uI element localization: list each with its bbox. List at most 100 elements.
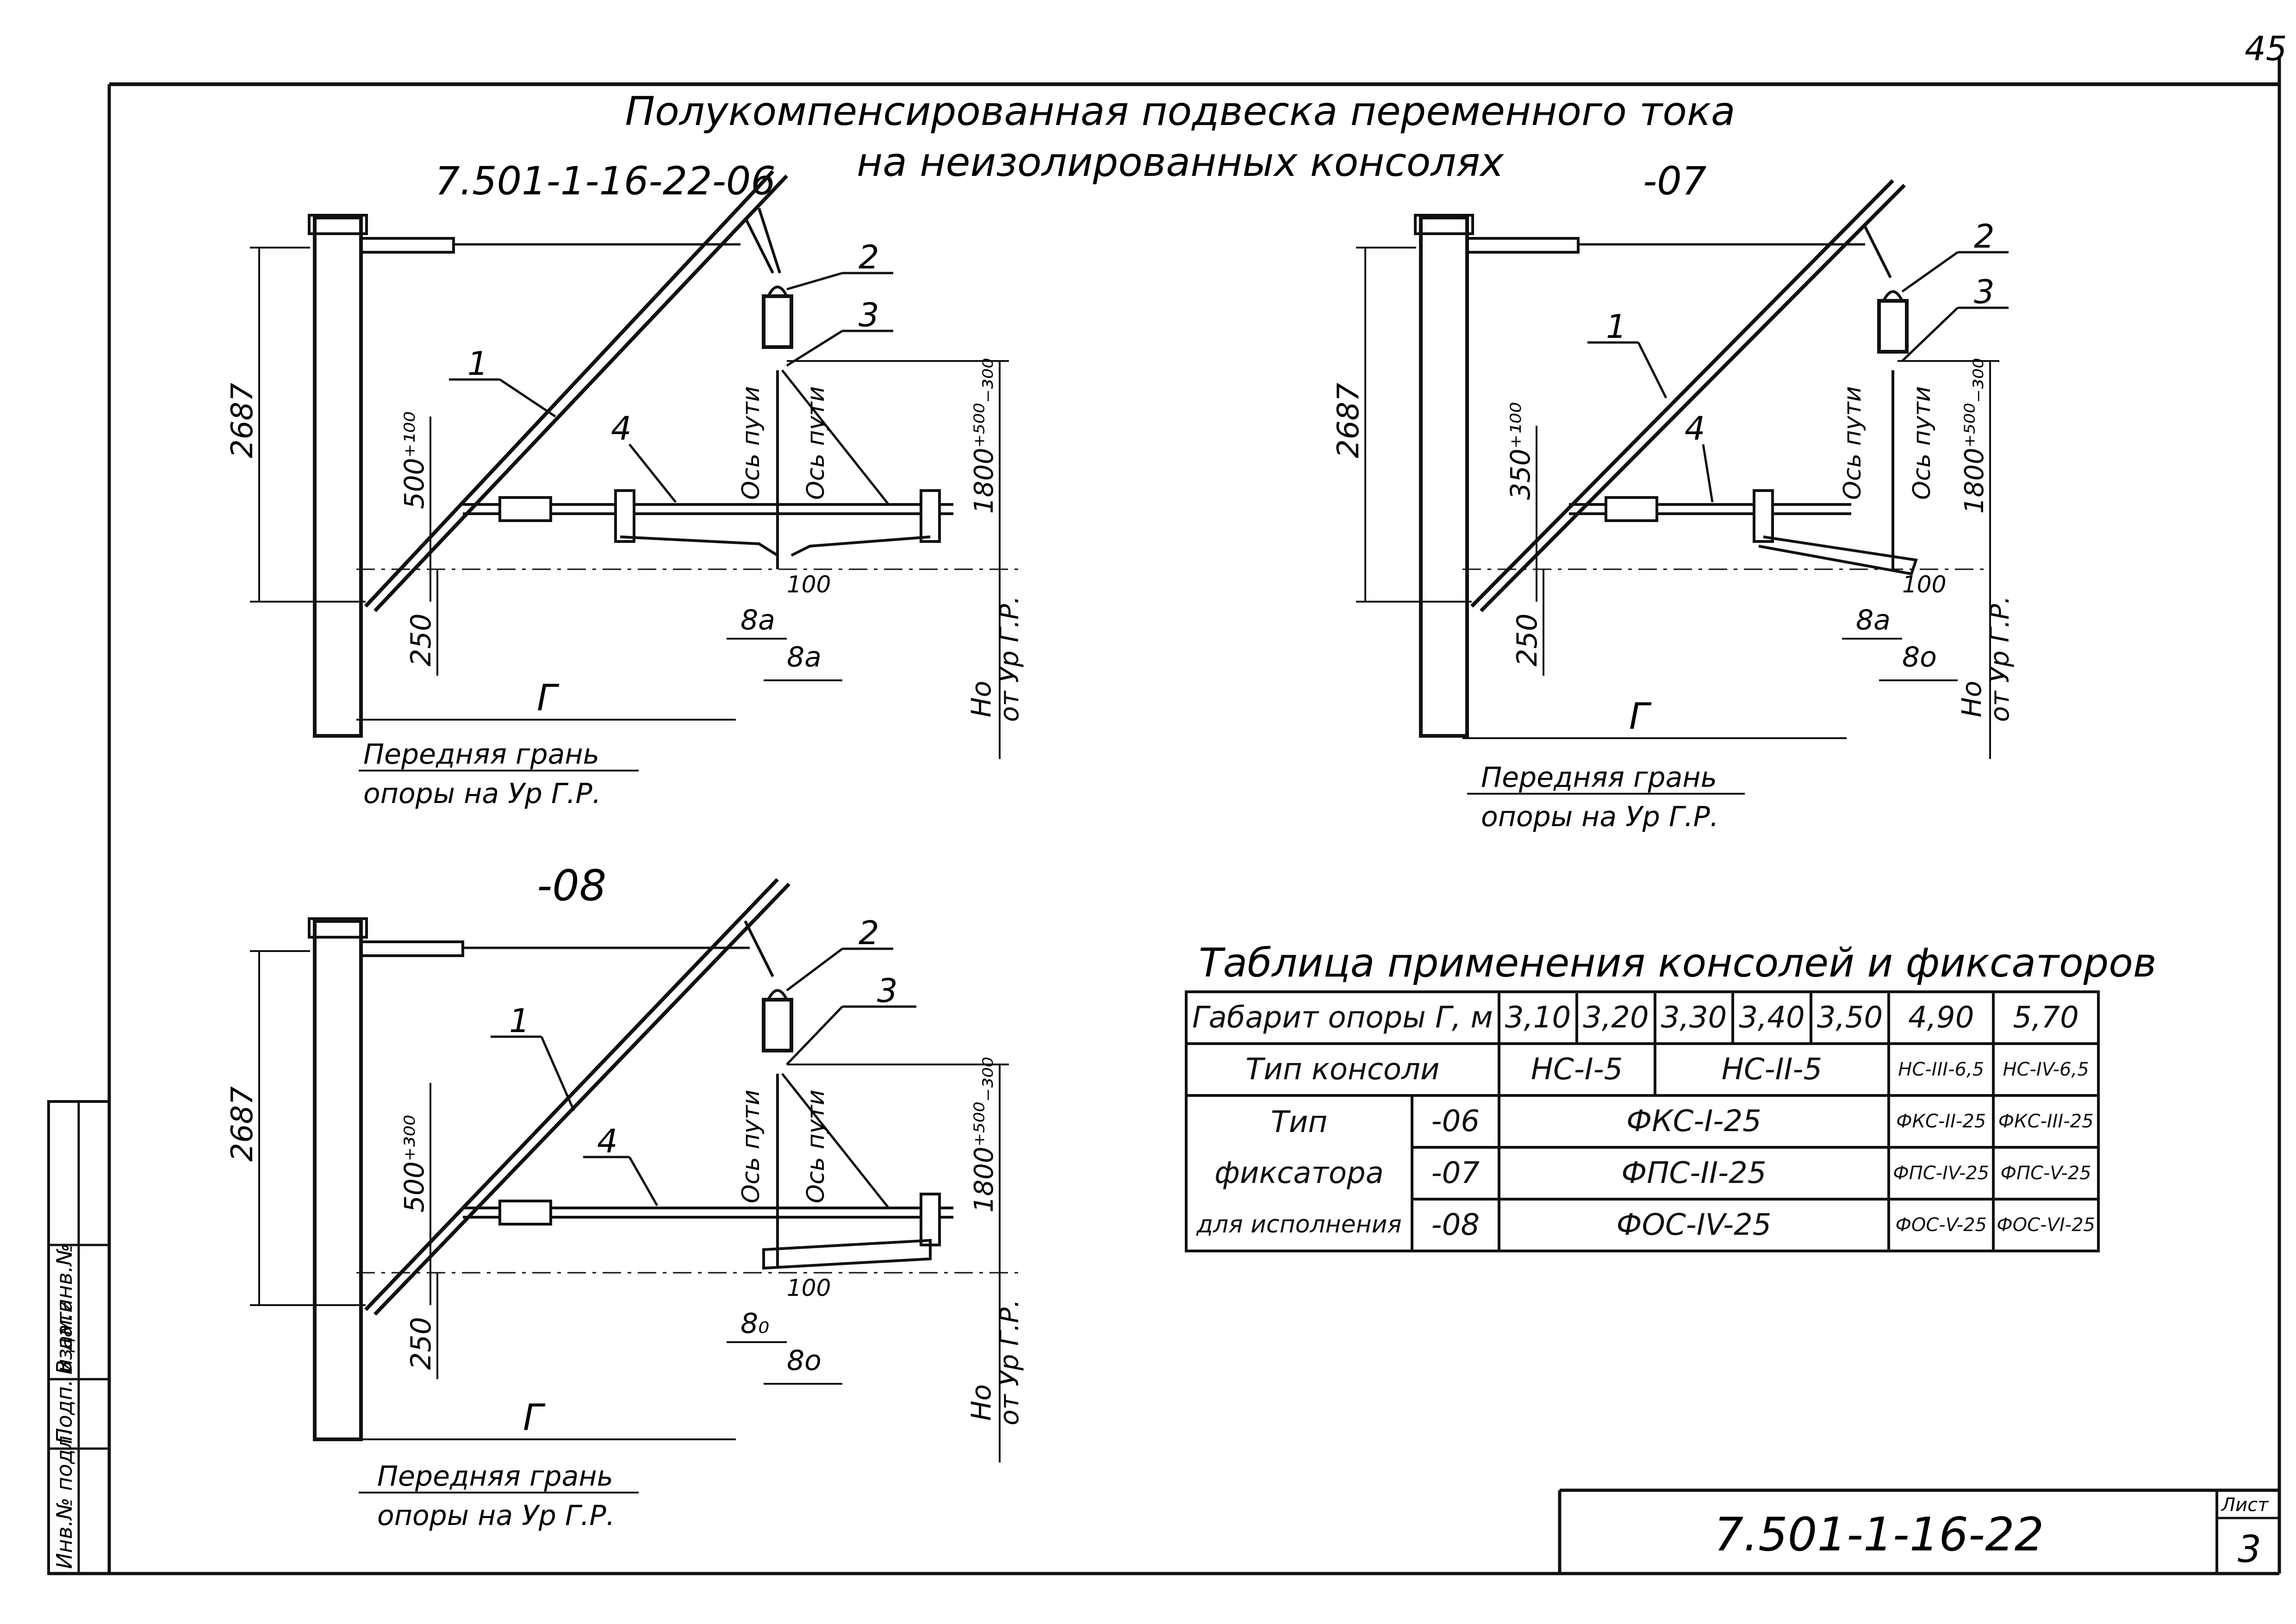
title-line-2: на неизолированных консолях	[857, 139, 1504, 186]
table-cell: для исполнения	[1185, 1199, 1413, 1252]
table-cell: 4,90	[1887, 990, 1995, 1045]
variant-08: -08 2 3 4 1 2687 500⁺³⁰⁰	[225, 861, 1025, 1532]
ho: Ho	[1956, 681, 1987, 717]
ba-small: 8a	[740, 604, 775, 636]
table-cell: НС-I-5	[1497, 1042, 1656, 1097]
table-cell: Тип	[1185, 1094, 1413, 1147]
insulator	[1877, 299, 1909, 354]
gauge: Г	[537, 678, 560, 719]
title-block: 7.501-1-16-22 Лист 3	[1558, 1488, 2279, 1574]
console-diagonal-a	[1470, 179, 1894, 608]
variant-07: -07 2 3 4 1 2687 350⁺¹⁰⁰ 18	[1332, 158, 2015, 833]
stamp-replace: Взам.инв.№	[52, 1244, 77, 1375]
hanger	[744, 217, 774, 274]
table-cell: Габарит опоры Г, м	[1185, 990, 1500, 1045]
callout-1: 1	[467, 345, 488, 383]
table-cell: ФОС-IV-25	[1497, 1198, 1891, 1252]
variant-06-id: 7.501-1-16-22-06	[435, 158, 776, 204]
fixator-clamp	[498, 1200, 552, 1226]
table-cell: Тип консоли	[1185, 1042, 1500, 1097]
dim-100: 100	[787, 571, 831, 598]
callout-3: 3	[1974, 273, 1995, 311]
pole	[313, 919, 363, 1441]
sheet-label: Лист	[2221, 1494, 2269, 1516]
stamp-sign: Подп. и дата	[52, 1299, 77, 1444]
table-row-console: Тип консоли НС-I-5 НС-II-5 НС-III-6,5 НС…	[1185, 1042, 2100, 1097]
callout-2: 2	[859, 238, 879, 276]
table-cell: ФОС-V-25	[1887, 1198, 1995, 1252]
insulator	[762, 998, 793, 1052]
hanger	[1864, 226, 1892, 279]
dim-250: 250	[405, 613, 437, 666]
callout-2: 2	[1974, 218, 1995, 255]
axis-label-b: Ось пути	[1908, 386, 1936, 500]
table-row-fixator-06: Тип -06 ФКС-I-25 ФКС-II-25 ФКС-III-25	[1185, 1094, 2100, 1149]
dim-height-range: 1800⁺⁵⁰⁰₋₃₀₀	[1960, 358, 1990, 514]
pole	[313, 216, 363, 738]
callout-1-leader	[540, 1036, 575, 1112]
variant-06: 7.501-1-16-22-06 2 3 4	[225, 158, 1025, 810]
pole-cap	[308, 214, 368, 235]
table-cell: ФКС-III-25	[1992, 1094, 2100, 1149]
ba-large: 8o	[1902, 641, 1937, 673]
dim-2687: 2687	[1332, 383, 1366, 458]
fixator-arm	[762, 1238, 932, 1270]
insulator-top	[767, 989, 788, 1001]
ba-small: 8₀	[740, 1307, 769, 1340]
hanger-b	[758, 208, 781, 274]
gauge: Г	[523, 1397, 546, 1439]
axis-label-a: Ось пути	[737, 386, 765, 500]
axis-label-b: Ось пути	[802, 386, 830, 500]
ho: Ho	[965, 1384, 997, 1421]
fixator-bracket-left	[614, 489, 635, 543]
insulator-top	[1882, 290, 1904, 302]
front-face-1: Передняя грань	[1481, 761, 1717, 794]
console-diagonal-a	[364, 878, 779, 1311]
table-cell: 5,70	[1992, 990, 2100, 1045]
sheet-frame	[49, 56, 2281, 1575]
callout-4-leader	[628, 443, 677, 503]
fixator-bracket	[1753, 489, 1774, 543]
dim-100: 100	[1902, 571, 1946, 598]
fixator-bracket	[920, 1193, 941, 1246]
dim-250: 250	[1511, 613, 1543, 666]
ba-large: 8a	[787, 641, 821, 673]
table-cell: ФКС-I-25	[1497, 1094, 1891, 1149]
callout-3-leader	[786, 1006, 843, 1065]
insulator	[762, 294, 793, 349]
fixator-arm	[1758, 535, 1918, 576]
axis-label-b: Ось пути	[802, 1089, 830, 1203]
sheet-value: 3	[2238, 1528, 2261, 1571]
table-cell: ФОС-VI-25	[1992, 1198, 2100, 1252]
dim-100: 100	[787, 1275, 831, 1301]
console-diagonal-a	[364, 170, 774, 608]
callout-4-leader	[1702, 444, 1714, 503]
fixator-bracket-right	[920, 489, 941, 543]
callout-3-leader	[1901, 307, 1959, 362]
callout-2: 2	[859, 914, 879, 952]
table-cell: -06	[1410, 1094, 1500, 1149]
stay	[781, 1073, 890, 1209]
callout-2-leader	[786, 948, 843, 991]
pole-cap	[1414, 214, 1474, 235]
title-line-1: Полукомпенсированная подвеска переменног…	[625, 88, 1735, 135]
callout-2-leader	[1901, 251, 1959, 293]
callout-4: 4	[611, 410, 632, 448]
callout-1: 1	[1606, 308, 1627, 346]
insulator-top	[767, 286, 788, 297]
table-cell: НС-III-6,5	[1887, 1042, 1995, 1097]
stay	[781, 369, 890, 505]
table-cell: ФПС-II-25	[1497, 1146, 1891, 1201]
front-face-2: опоры на Ур Г.Р.	[1481, 801, 1719, 833]
callout-1-leader	[499, 378, 556, 418]
callout-3: 3	[877, 972, 898, 1010]
table-cell: НС-II-5	[1653, 1042, 1891, 1097]
table-cell: -07	[1410, 1146, 1500, 1201]
hanger	[744, 920, 774, 977]
console-diagonal-b	[373, 174, 788, 612]
table-cell: 3,50	[1809, 990, 1891, 1045]
front-face-1: Передняя грань	[363, 738, 599, 771]
ba-large: 8o	[787, 1344, 821, 1377]
fixator-clamp	[498, 496, 552, 522]
